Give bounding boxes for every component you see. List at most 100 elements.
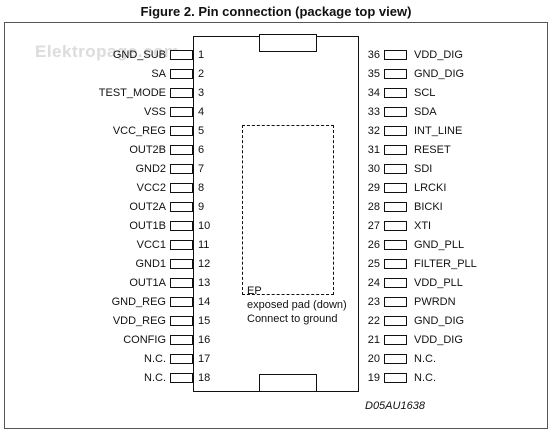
exposed-pad-note: Connect to ground (247, 313, 338, 325)
pin-lead (384, 335, 407, 345)
pin-lead (384, 145, 407, 155)
pin-number: 10 (198, 220, 211, 232)
pin-lead (384, 202, 407, 212)
pin-lead (384, 183, 407, 193)
pin-row: N.C.20 (0, 353, 552, 366)
watermark: Elektropage.com (35, 42, 180, 61)
pin-lead (384, 126, 407, 136)
pin-lead (384, 354, 407, 364)
pin-number: 4 (198, 106, 205, 118)
pin-number: 7 (198, 163, 205, 175)
pin-lead (170, 278, 193, 288)
pin-number: 24 (367, 277, 380, 289)
pin-name: VDD_PLL (414, 277, 463, 289)
pin-number: 34 (367, 87, 380, 99)
pin-name: GND_DIG (414, 68, 465, 80)
pin-lead (170, 373, 193, 383)
ic-package-body (193, 36, 359, 392)
pin-name: SA (151, 68, 166, 80)
pin-lead (384, 107, 407, 117)
pin-number: 16 (198, 334, 211, 346)
pin-name: GND_DIG (414, 315, 465, 327)
pin-number: 14 (198, 296, 211, 308)
pin-name: FILTER_PLL (414, 258, 477, 270)
pin-lead (384, 164, 407, 174)
pin-row: SCL 34 (0, 87, 552, 100)
pin-lead (170, 297, 193, 307)
pin-row: N.C.19 (0, 372, 552, 385)
pin-lead (384, 240, 407, 250)
pin-name: OUT1B (129, 220, 166, 232)
pin-name: SCL (414, 87, 436, 99)
pin-lead (384, 50, 407, 60)
pin-number: 8 (198, 182, 205, 194)
pin-lead (170, 107, 193, 117)
pin-row: GND_DIG 35 (0, 68, 552, 81)
pin-lead (170, 240, 193, 250)
pin-number: 13 (198, 277, 211, 289)
pin-lead (384, 278, 407, 288)
exposed-pad-outline (242, 125, 334, 295)
pin-lead (170, 354, 193, 364)
pin-number: 28 (367, 201, 380, 213)
pin-name: GND2 (135, 163, 166, 175)
pin-name: PWRDN (414, 296, 456, 308)
pin-number: 32 (367, 125, 380, 137)
pin-lead (170, 164, 193, 174)
pin-number: 2 (198, 68, 205, 80)
pin-lead (170, 221, 193, 231)
pin-lead (170, 335, 193, 345)
pin-row: GND1 12 (0, 258, 552, 271)
pin-lead (170, 259, 193, 269)
pin-lead (170, 316, 193, 326)
pin-number: 23 (367, 296, 380, 308)
pin-name: GND1 (135, 258, 166, 270)
package-notch-top (259, 34, 317, 52)
pin-lead (170, 88, 193, 98)
pin-number: 29 (367, 182, 380, 194)
pin-name: TEST_MODE (98, 87, 166, 99)
pin-name: OUT1A (129, 277, 166, 289)
pin-name: XTI (414, 220, 432, 232)
pin-lead (384, 221, 407, 231)
pin-name: N.C. (144, 372, 166, 384)
pin-number: 21 (367, 334, 380, 346)
exposed-pad-description: exposed pad (down) (247, 299, 347, 311)
figure-frame: Elektropage.com (4, 22, 548, 429)
pin-lead (384, 373, 407, 383)
pin-lead (170, 50, 193, 60)
pin-name: SDA (414, 106, 437, 118)
pin-number: 12 (198, 258, 211, 270)
pin-number: 18 (198, 372, 211, 384)
pin-row: TEST_MODE 3 (0, 87, 552, 100)
pin-number: 35 (367, 68, 380, 80)
pin-name: VCC1 (136, 239, 166, 251)
pin-name: VDD_DIG (414, 49, 463, 61)
pin-name: VDD_REG (112, 315, 166, 327)
pin-name: OUT2A (129, 201, 166, 213)
pin-row: VDD_PLL 24 (0, 277, 552, 290)
pin-number: 3 (198, 87, 205, 99)
pin-name: N.C. (414, 372, 436, 384)
pin-lead (170, 202, 193, 212)
pin-name: GND_PLL (414, 239, 465, 251)
pin-name: RESET (414, 144, 451, 156)
pin-number: 17 (198, 353, 211, 365)
pin-lead (384, 88, 407, 98)
pin-row: PWRDN 23 (0, 296, 552, 309)
pin-lead (384, 69, 407, 79)
